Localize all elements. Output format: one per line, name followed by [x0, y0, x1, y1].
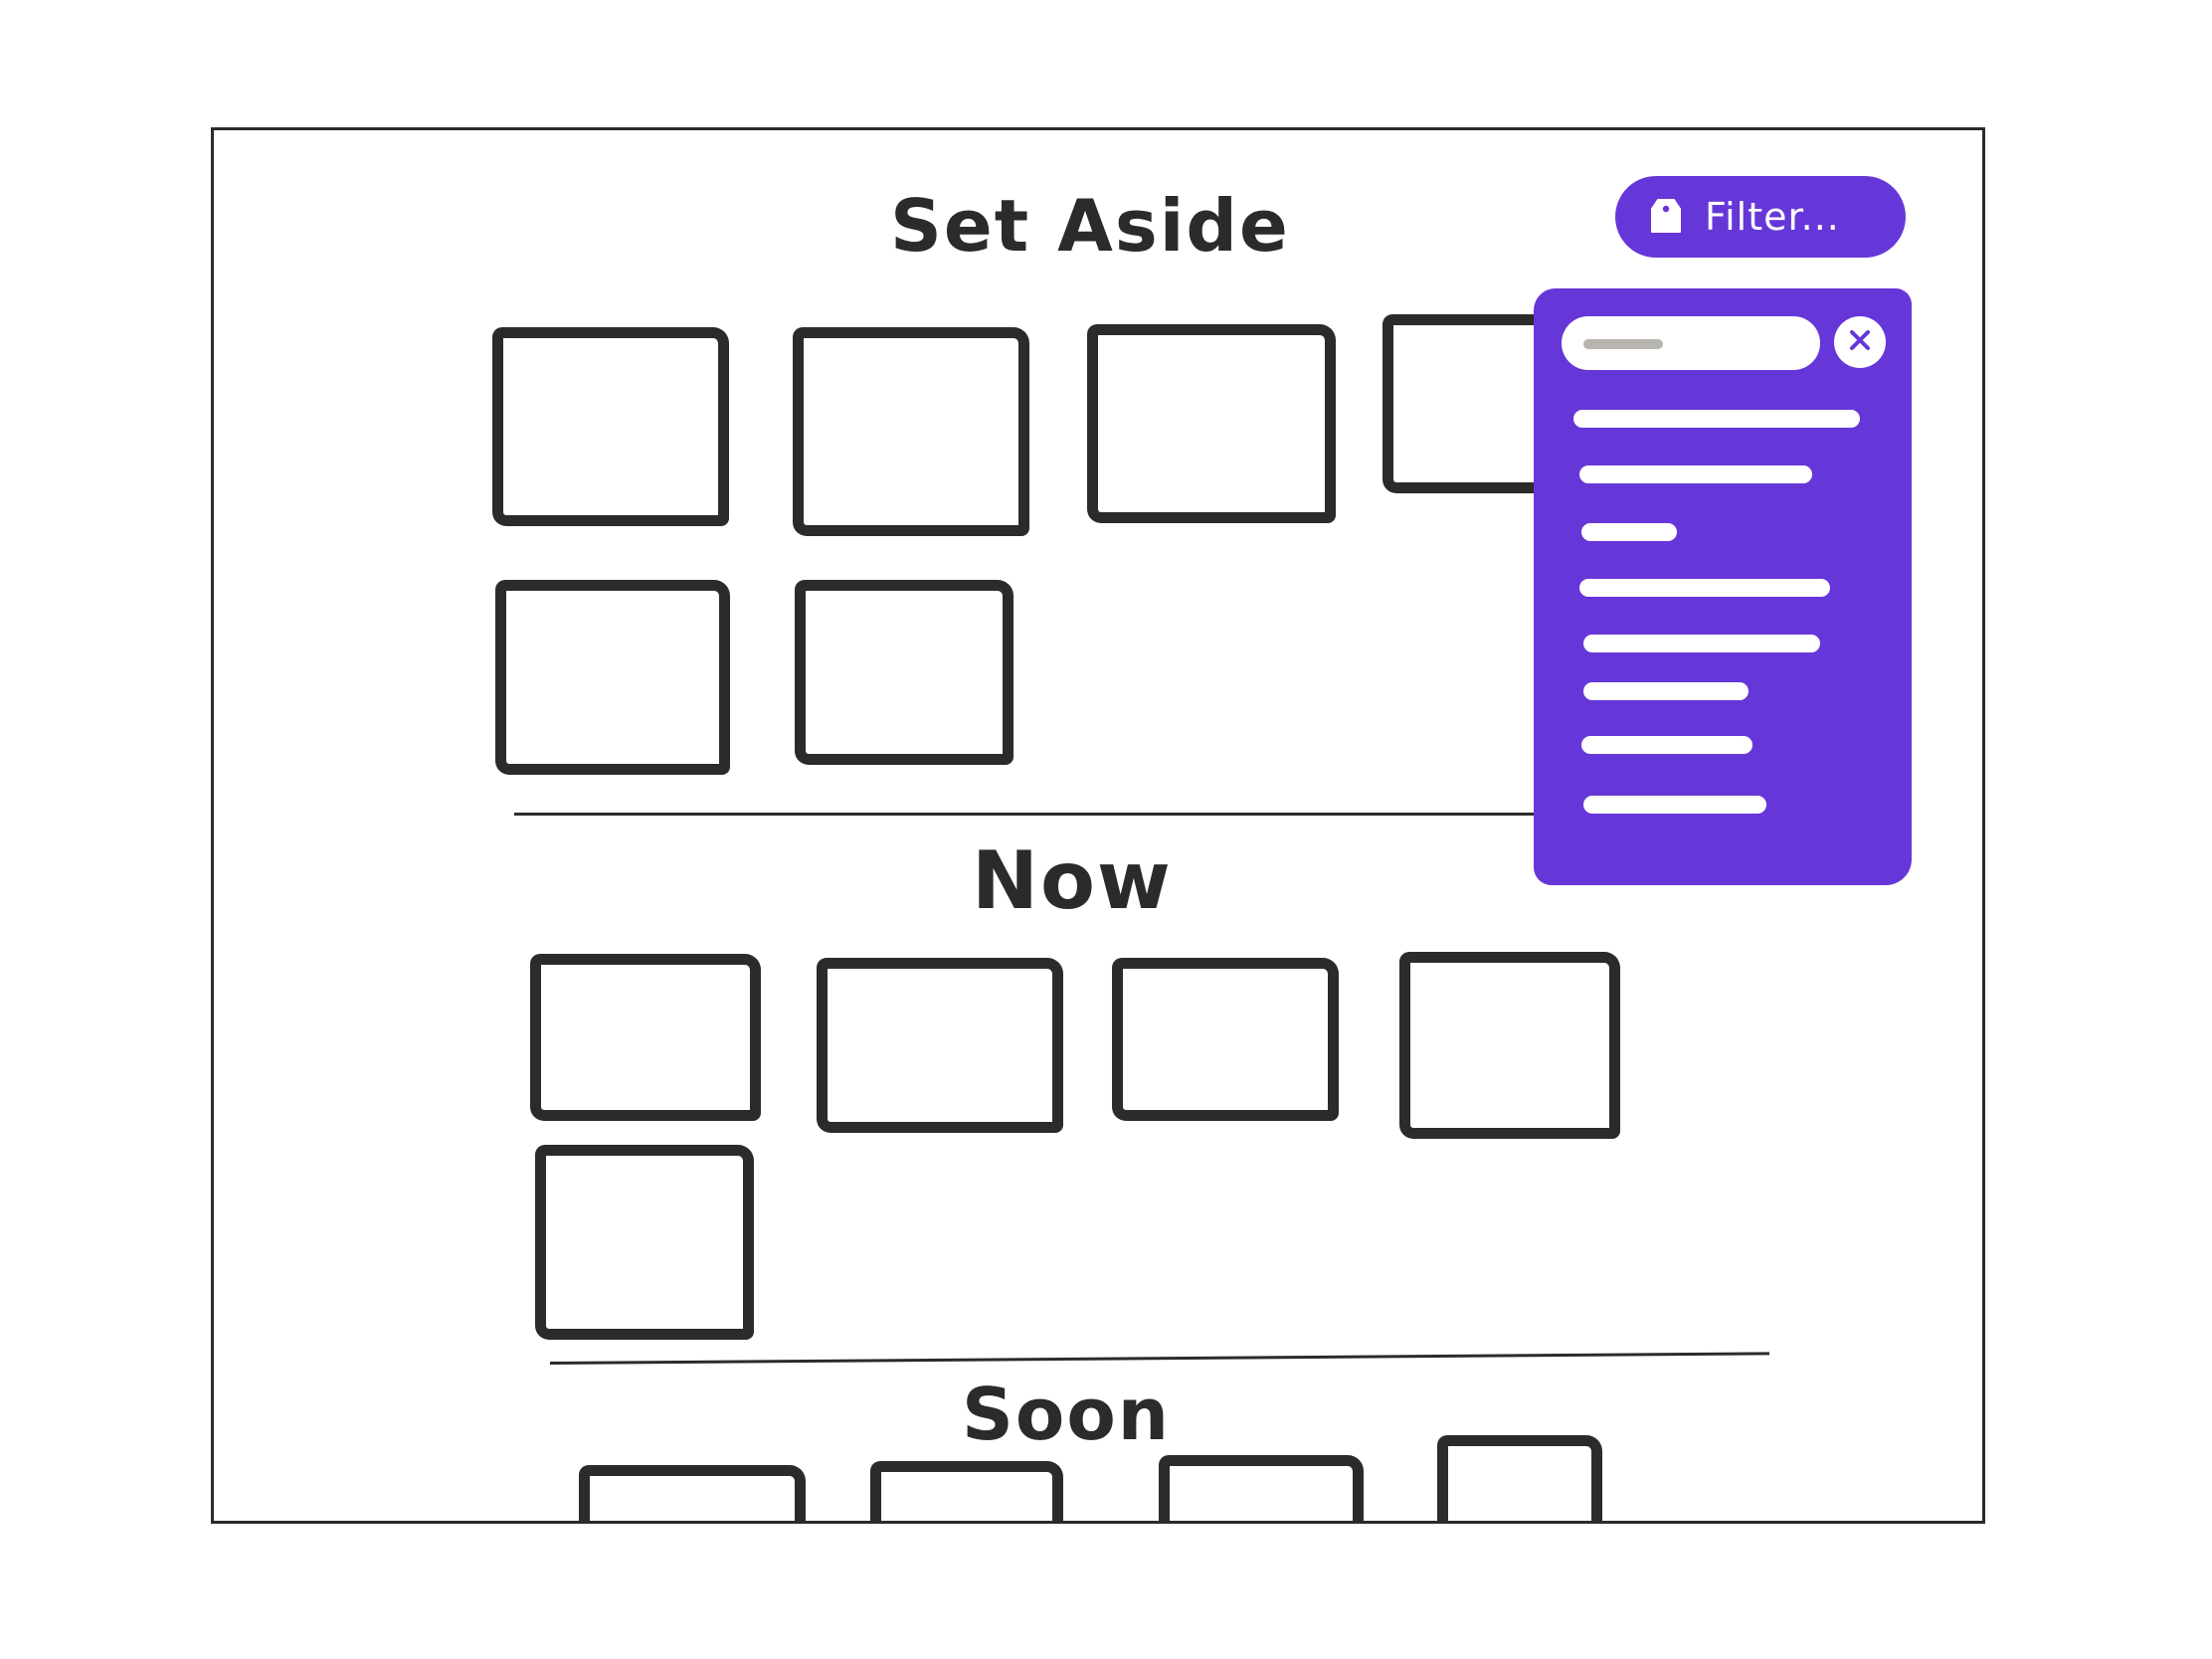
card-set-aside-3[interactable] [1087, 324, 1336, 523]
card-now-3[interactable] [1112, 958, 1339, 1121]
filter-button[interactable]: Filter... [1615, 176, 1906, 258]
close-icon [1846, 326, 1874, 358]
card-set-aside-5[interactable] [495, 580, 730, 775]
section-divider-2 [549, 1352, 1769, 1365]
filter-button-label: Filter... [1705, 195, 1840, 239]
filter-option-7[interactable] [1581, 736, 1752, 754]
card-set-aside-2[interactable] [793, 327, 1029, 536]
filter-dropdown-panel [1534, 288, 1912, 885]
card-now-4[interactable] [1399, 952, 1620, 1139]
card-set-aside-1[interactable] [492, 327, 729, 526]
section-title-set-aside: Set Aside [890, 184, 1290, 268]
filter-option-1[interactable] [1573, 410, 1860, 428]
card-now-1[interactable] [530, 954, 761, 1121]
section-title-now: Now [972, 834, 1173, 927]
tag-icon [1649, 197, 1683, 237]
filter-option-6[interactable] [1583, 682, 1749, 700]
card-soon-4[interactable] [1437, 1435, 1602, 1521]
card-now-5[interactable] [535, 1145, 754, 1340]
filter-option-3[interactable] [1581, 523, 1677, 541]
filter-close-button[interactable] [1834, 316, 1886, 368]
card-soon-2[interactable] [870, 1461, 1063, 1521]
filter-option-4[interactable] [1579, 579, 1830, 597]
filter-option-5[interactable] [1583, 635, 1820, 652]
card-soon-1[interactable] [579, 1465, 806, 1521]
card-set-aside-6[interactable] [795, 580, 1014, 765]
section-divider-1 [514, 813, 1549, 816]
filter-option-8[interactable] [1583, 796, 1766, 814]
section-title-soon: Soon [962, 1373, 1172, 1456]
card-now-2[interactable] [817, 958, 1063, 1133]
card-soon-3[interactable] [1159, 1455, 1364, 1521]
filter-option-2[interactable] [1579, 465, 1812, 483]
filter-search-input[interactable] [1562, 316, 1820, 370]
